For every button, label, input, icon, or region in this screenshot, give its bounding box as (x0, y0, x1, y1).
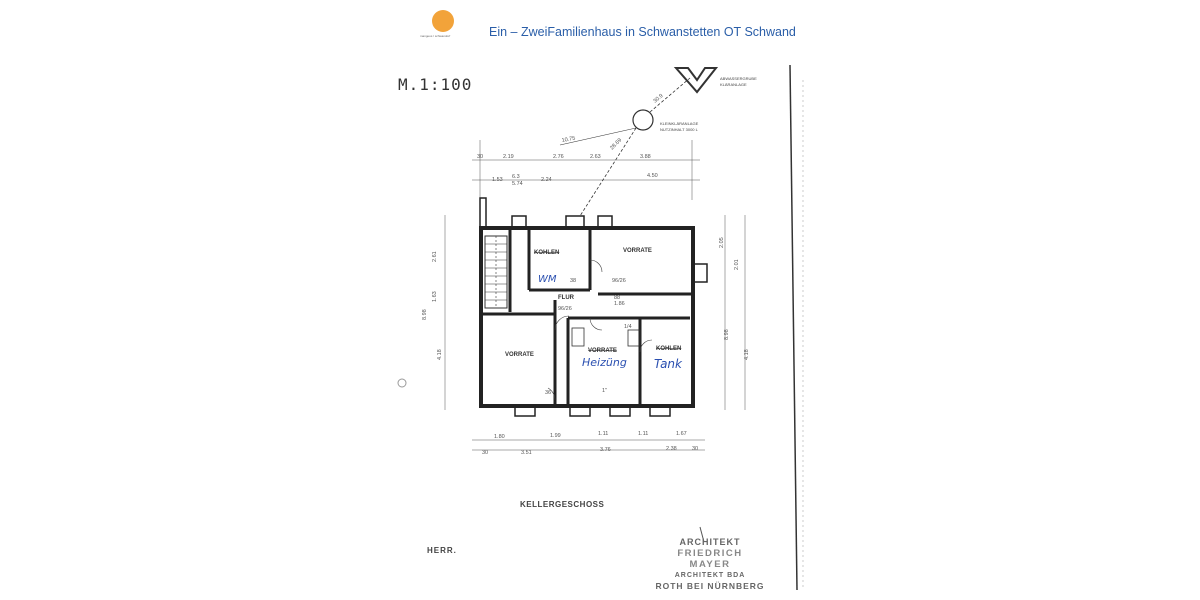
dim-top-1: 30 (477, 154, 483, 160)
dim-bottom-2: 1.99 (550, 433, 561, 439)
dim-top-2: 2.19 (503, 154, 514, 160)
stamp-line-2: FRIEDRICH MAYER (677, 548, 743, 570)
dim-bottom-9: 30 (482, 450, 488, 456)
dim-pipe-length: 10.75 (561, 136, 576, 144)
dim-bottom-5: 1.67 (676, 431, 687, 437)
page-edge-right (789, 64, 798, 591)
dim-bottom-4: 1.11 (638, 431, 648, 437)
room-vorrate-top: VORRATE (623, 248, 652, 254)
stamp-line-3: ARCHITEKT BDA (674, 572, 746, 579)
dim-top-10: 5.74 (512, 181, 523, 187)
dim-left-4: 4.18 (437, 349, 443, 360)
dim-inner-e: 1.86 (614, 301, 625, 307)
architect-stamp: ARCHITEKT FRIEDRICH MAYER ARCHITEKT BDA … (655, 537, 765, 592)
dim-right-3: 8.98 (724, 329, 730, 340)
scale-note: M.1:100 (398, 75, 473, 94)
dim-top-6: 1.53 (492, 177, 503, 183)
dim-pipe-3: 30.9 (652, 93, 664, 104)
room-flur: FLUR (558, 295, 575, 301)
pipe-lower (579, 127, 637, 217)
room-vorrate-left: VORRATE (505, 352, 534, 358)
dim-bottom-3: 1.11 (598, 431, 608, 437)
dim-left-2: 1.63 (432, 291, 438, 302)
dim-inner-c: 96/26 (558, 306, 572, 312)
dim-inner-b: 96/26 (612, 278, 626, 284)
dim-bottom-1: 1.80 (494, 434, 505, 440)
dim-inner-f: 1/4 (624, 324, 632, 330)
dim-right-2: 2.01 (734, 259, 740, 270)
dim-bottom-6: 3.51 (521, 450, 532, 456)
annotation-nutzinhalt: NUTZINHALT 3000 L (660, 127, 699, 132)
room-kohlen-top: KOHLEN (534, 250, 559, 256)
annotation-kleinklaer: KLEINKLÄRANLAGE (660, 121, 699, 126)
stamp-mark (699, 526, 705, 543)
dim-bottom-10: 30 (692, 446, 698, 452)
pipe-leader (559, 127, 637, 146)
door-swings (547, 259, 653, 401)
stamp-line-1: ARCHITEKT (679, 537, 741, 547)
stamp-line-4: ROTH BEI NÜRNBERG (655, 581, 765, 591)
dim-left-1: 2.61 (432, 251, 438, 262)
floor-label: KELLERGESCHOSS (520, 500, 605, 509)
company-logo: mangeus / schwandorf (420, 10, 470, 40)
dim-top-9: 6.3 (512, 174, 520, 180)
klaeranlage-circle (632, 109, 654, 131)
room-vorrate-mid: VORRATE (588, 348, 617, 354)
dim-inner-g: 36 (545, 390, 551, 396)
dim-bottom-8: 2.38 (666, 446, 677, 452)
dim-left-3: 8.98 (422, 309, 428, 320)
dim-bottom-7: 3.76 (600, 447, 611, 453)
logo-emblem-icon (432, 10, 454, 32)
dim-top-8: 4.50 (647, 173, 658, 179)
interior-walls (481, 228, 693, 406)
boiler-symbol (571, 327, 585, 347)
dim-pipe-2: 28.69 (609, 137, 623, 151)
dim-right-1: 2.05 (719, 237, 725, 248)
fragment-text: HERR. (427, 546, 457, 555)
room-kohlen-right: KOHLEN (656, 346, 681, 352)
handwritten-wm: WM (538, 274, 557, 285)
dim-top-5: 3.88 (640, 154, 651, 160)
light-wells (479, 197, 708, 417)
abwassergrube-symbol (673, 67, 719, 94)
annotation-abwasser: ABWASSERGRUBE (720, 76, 757, 81)
dim-right-4: 4.18 (744, 349, 750, 360)
dim-inner-h: 1" (602, 388, 607, 394)
tank-symbol (627, 329, 641, 347)
dim-inner-a: 38 (570, 278, 576, 284)
pipe-upper (649, 77, 691, 113)
dim-top-3: 2.76 (553, 154, 564, 160)
logo-caption: mangeus / schwandorf (420, 34, 451, 38)
dim-inner-d: 88 (614, 295, 620, 301)
dim-top-7: 2.24 (541, 177, 552, 183)
handwritten-heizung: Heizüng (582, 356, 627, 369)
scan-smudge (397, 378, 407, 388)
handwritten-tank: Tank (654, 357, 683, 371)
staircase (484, 235, 508, 309)
annotation-klaeranlage: KLÄRANLAGE (720, 82, 747, 87)
dim-top-4: 2.63 (590, 154, 601, 160)
document-title: Ein – ZweiFamilienhaus in Schwanstetten … (489, 25, 796, 39)
